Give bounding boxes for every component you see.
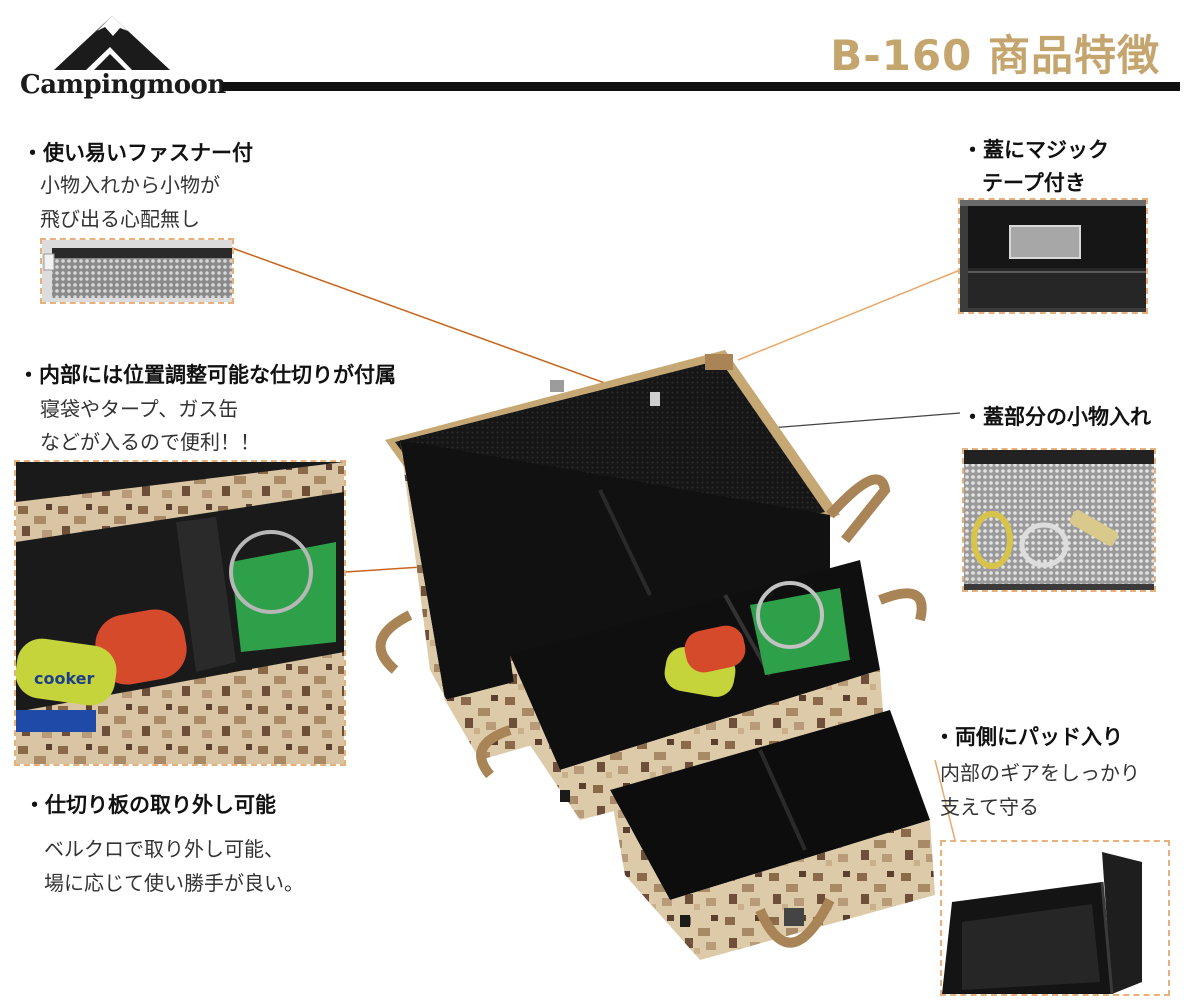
feature-removable-line-2: 場に応じて使い勝手が良い。 — [44, 871, 304, 895]
feature-dividers-title: ・内部には位置調整可能な仕切りが付属 — [18, 363, 396, 387]
feature-velcro-title-2: テープ付き — [982, 171, 1086, 195]
padding-detail-photo — [940, 840, 1170, 996]
header-rule — [222, 82, 1180, 91]
zipper-detail-photo — [40, 238, 234, 304]
brand-name: Campingmoon — [20, 70, 226, 100]
feature-velcro-title-1: ・蓋にマジック — [962, 138, 1109, 162]
feature-removable-title: ・仕切り板の取り外し可能 — [24, 793, 276, 817]
feature-dividers-line-2: などが入るので便利！！ — [40, 430, 260, 454]
page-title: B-160 商品特徴 — [830, 31, 1160, 80]
feature-lid-pocket-title: ・蓋部分の小物入れ — [962, 405, 1151, 429]
feature-zipper-title: ・使い易いファスナー付 — [22, 141, 253, 165]
feature-zipper-line-2: 飛び出る心配無し — [40, 207, 200, 231]
lid-pocket-photo — [962, 448, 1156, 592]
feature-zipper-line-1: 小物入れから小物が — [40, 173, 220, 197]
mountain-logo-icon — [52, 14, 172, 72]
feature-removable-line-1: ベルクロで取り外し可能、 — [44, 837, 284, 861]
dividers-interior-photo: cooker — [14, 460, 346, 766]
feature-padding-title: ・両側にパッド入り — [934, 725, 1123, 749]
can-brand-label: cooker — [34, 669, 95, 688]
velcro-detail-photo — [958, 198, 1148, 314]
feature-padding-line-2: 支えて守る — [940, 795, 1039, 819]
feature-padding-line-1: 内部のギアをしっかり — [940, 761, 1140, 785]
product-storage-boxes-illustration — [375, 350, 935, 960]
feature-dividers-line-1: 寝袋やタープ、ガス缶 — [40, 397, 239, 421]
